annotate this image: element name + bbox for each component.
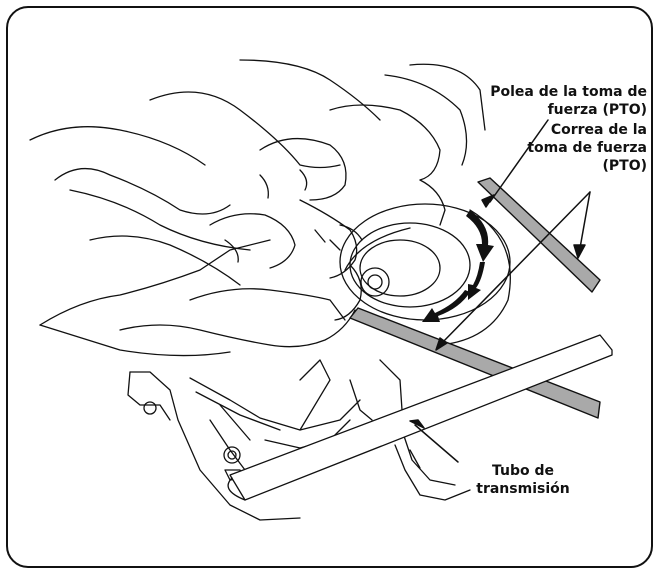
gloved-hands [30, 60, 485, 356]
engine-housing [128, 360, 470, 520]
rotation-arrows [422, 210, 494, 322]
callout-pto-belt: Correa de la toma de fuerza (PTO) [527, 121, 647, 175]
callout-pto-pulley: Polea de la toma de fuerza (PTO) [477, 83, 647, 119]
callout-drive-tube: Tubo de transmisión [468, 462, 578, 498]
